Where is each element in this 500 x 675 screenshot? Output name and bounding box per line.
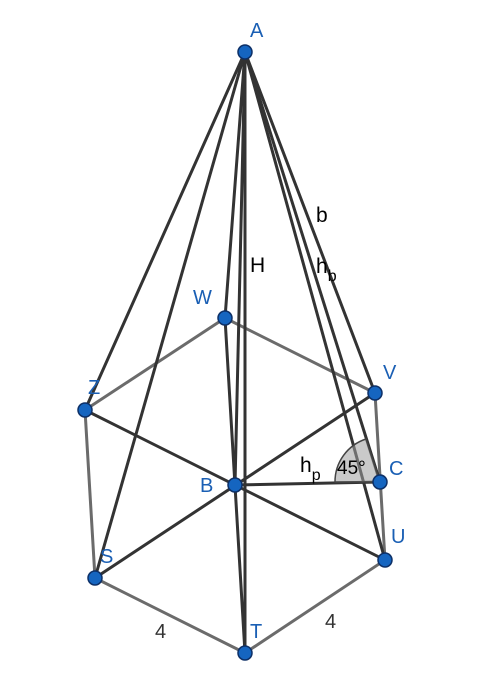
base-apothem-label: hp xyxy=(300,454,321,484)
height-AB xyxy=(233,50,247,487)
side-length-label-ST: 4 xyxy=(155,621,166,643)
angle-marker xyxy=(334,438,382,483)
edge-AS xyxy=(93,50,247,580)
edge-length-label: b xyxy=(316,204,328,227)
side-length-label-TU: 4 xyxy=(325,611,336,633)
vertex-C xyxy=(372,474,388,490)
label-C: C xyxy=(389,458,403,480)
label-Z: Z xyxy=(88,377,100,399)
label-B: B xyxy=(200,475,213,497)
lateral-edges xyxy=(83,50,387,655)
label-S: S xyxy=(100,546,113,568)
height-label: H xyxy=(250,254,265,277)
edge-AV xyxy=(243,50,377,395)
vertex-U xyxy=(377,552,393,568)
edge-UT xyxy=(243,558,387,655)
edge-SZ xyxy=(83,408,97,580)
edge-TS xyxy=(93,576,247,655)
vertex-V xyxy=(367,385,383,401)
edge-WV xyxy=(223,316,377,395)
apothem-AC xyxy=(243,50,382,484)
vertex-B xyxy=(227,477,243,493)
label-W: W xyxy=(193,287,212,309)
vertices xyxy=(77,44,393,661)
vertex-T xyxy=(237,645,253,661)
vertex-labels: A W V Z B C S U T xyxy=(88,20,405,643)
slant-height-label: hb xyxy=(316,255,337,285)
label-V: V xyxy=(383,362,397,384)
vertex-W xyxy=(217,310,233,326)
label-T: T xyxy=(250,621,262,643)
edge-AW xyxy=(223,50,247,320)
label-U: U xyxy=(391,526,405,548)
edge-AZ xyxy=(83,50,247,412)
vertex-S xyxy=(87,570,103,586)
label-A: A xyxy=(250,20,264,42)
vertex-Z xyxy=(77,402,93,418)
angle-label: 45° xyxy=(337,458,366,479)
vertex-A xyxy=(237,44,253,60)
